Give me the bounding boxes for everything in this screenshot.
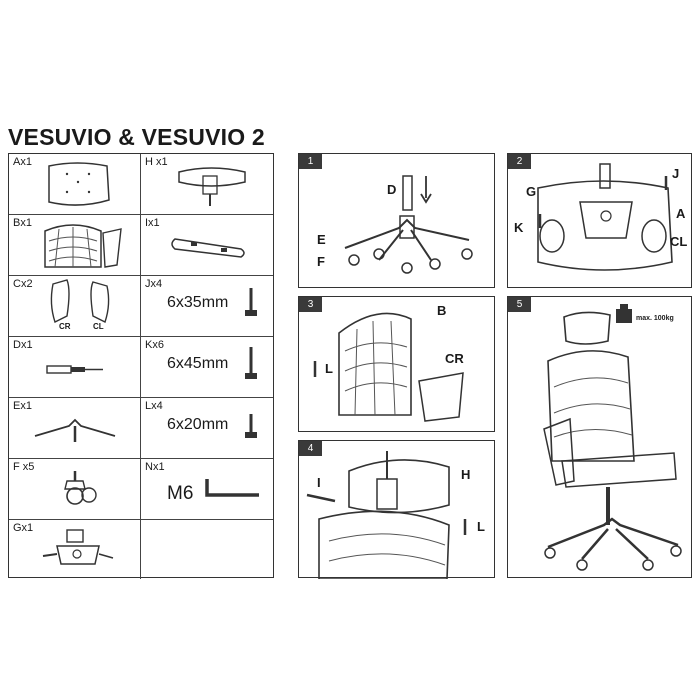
parts-list: Ax1 H x1 Bx1 Ix1 Cx2: [8, 153, 274, 579]
step-5-panel: 5 max. 100kg: [507, 296, 692, 578]
bolt-size: 6x35mm: [167, 294, 229, 311]
seat-mechanism-illustration: [537, 163, 673, 271]
hex-key-icon: [205, 479, 259, 497]
part-label: Cx2: [13, 278, 33, 290]
bolt-size: 6x20mm: [167, 416, 229, 433]
armrest-right-label: CR: [59, 322, 71, 331]
callout-a: A: [676, 206, 686, 221]
part-d-cell: Dx1: [9, 337, 141, 398]
step-number: 5: [508, 297, 531, 312]
seat-icon: [48, 162, 110, 206]
callout-l: L: [325, 361, 333, 376]
callout-h: H: [461, 467, 471, 482]
empty-cell: [141, 520, 273, 579]
part-a-cell: Ax1: [9, 154, 141, 215]
part-k-cell: Kx6 6x45mm: [141, 337, 273, 398]
callout-g: G: [526, 184, 537, 199]
mechanism-icon: [42, 529, 114, 565]
manual-title: VESUVIO & VESUVIO 2: [8, 124, 265, 150]
part-label: Jx4: [145, 278, 163, 290]
part-label: H x1: [145, 156, 168, 168]
bolt-icon: [245, 347, 257, 379]
step-4-panel: 4 I H L: [298, 440, 495, 579]
part-n-cell: Nx1 M6: [141, 459, 273, 520]
step-2-panel: 2 J G A K CL: [507, 153, 692, 288]
step-number: 1: [299, 154, 322, 169]
caster-icon: [64, 471, 97, 505]
part-f-cell: F x5: [9, 459, 141, 520]
max-weight-label: max. 100kg: [636, 315, 674, 322]
part-g-cell: Gx1: [9, 520, 141, 579]
step-3-panel: 3 B CR L: [298, 296, 495, 432]
part-label: Ex1: [13, 400, 32, 412]
step-number: 3: [299, 297, 322, 312]
callout-e: E: [317, 232, 326, 247]
part-label: Gx1: [13, 522, 34, 534]
armrest-left-label: CL: [93, 322, 104, 331]
armrest-pair-icon: [50, 279, 110, 323]
hex-key-size: M6: [167, 483, 194, 504]
part-label: F x5: [13, 461, 35, 473]
part-l-cell: Lx4 6x20mm: [141, 398, 273, 459]
callout-f: F: [317, 254, 325, 269]
part-h-cell: H x1: [141, 154, 273, 215]
base-assembly-illustration: [344, 175, 473, 274]
part-label: Ax1: [13, 156, 32, 168]
callout-l: L: [477, 519, 485, 534]
part-label: Nx1: [145, 461, 165, 473]
backrest-assembly-illustration: [313, 312, 464, 422]
part-label: Bx1: [13, 217, 32, 229]
bolt-icon: [245, 414, 257, 438]
headrest-assembly-illustration: [306, 451, 467, 579]
part-label: Kx6: [145, 339, 164, 351]
callout-i: I: [317, 475, 321, 490]
callout-k: K: [514, 220, 524, 235]
step-1-panel: 1 D E F: [298, 153, 495, 288]
cover-plate-icon: [171, 238, 245, 258]
gas-lift-icon: [46, 365, 103, 374]
callout-b: B: [437, 303, 447, 318]
headrest-bracket-icon: [178, 167, 246, 206]
callout-cl: CL: [670, 234, 688, 249]
callout-cr: CR: [445, 351, 464, 366]
assembled-chair-illustration: [543, 304, 682, 571]
part-j-cell: Jx4 6x35mm: [141, 276, 273, 337]
callout-d: D: [387, 182, 397, 197]
step-number: 2: [508, 154, 531, 169]
part-label: Lx4: [145, 400, 163, 412]
base-icon: [34, 418, 116, 442]
bolt-icon: [245, 288, 257, 316]
backrest-icon: [44, 224, 122, 268]
part-b-cell: Bx1: [9, 215, 141, 276]
callout-j: J: [672, 166, 680, 181]
part-label: Ix1: [145, 217, 160, 229]
part-label: Dx1: [13, 339, 33, 351]
bolt-size: 6x45mm: [167, 355, 229, 372]
part-e-cell: Ex1: [9, 398, 141, 459]
step-number: 4: [299, 441, 322, 456]
part-i-cell: Ix1: [141, 215, 273, 276]
part-c-cell: Cx2 CR CL: [9, 276, 141, 337]
